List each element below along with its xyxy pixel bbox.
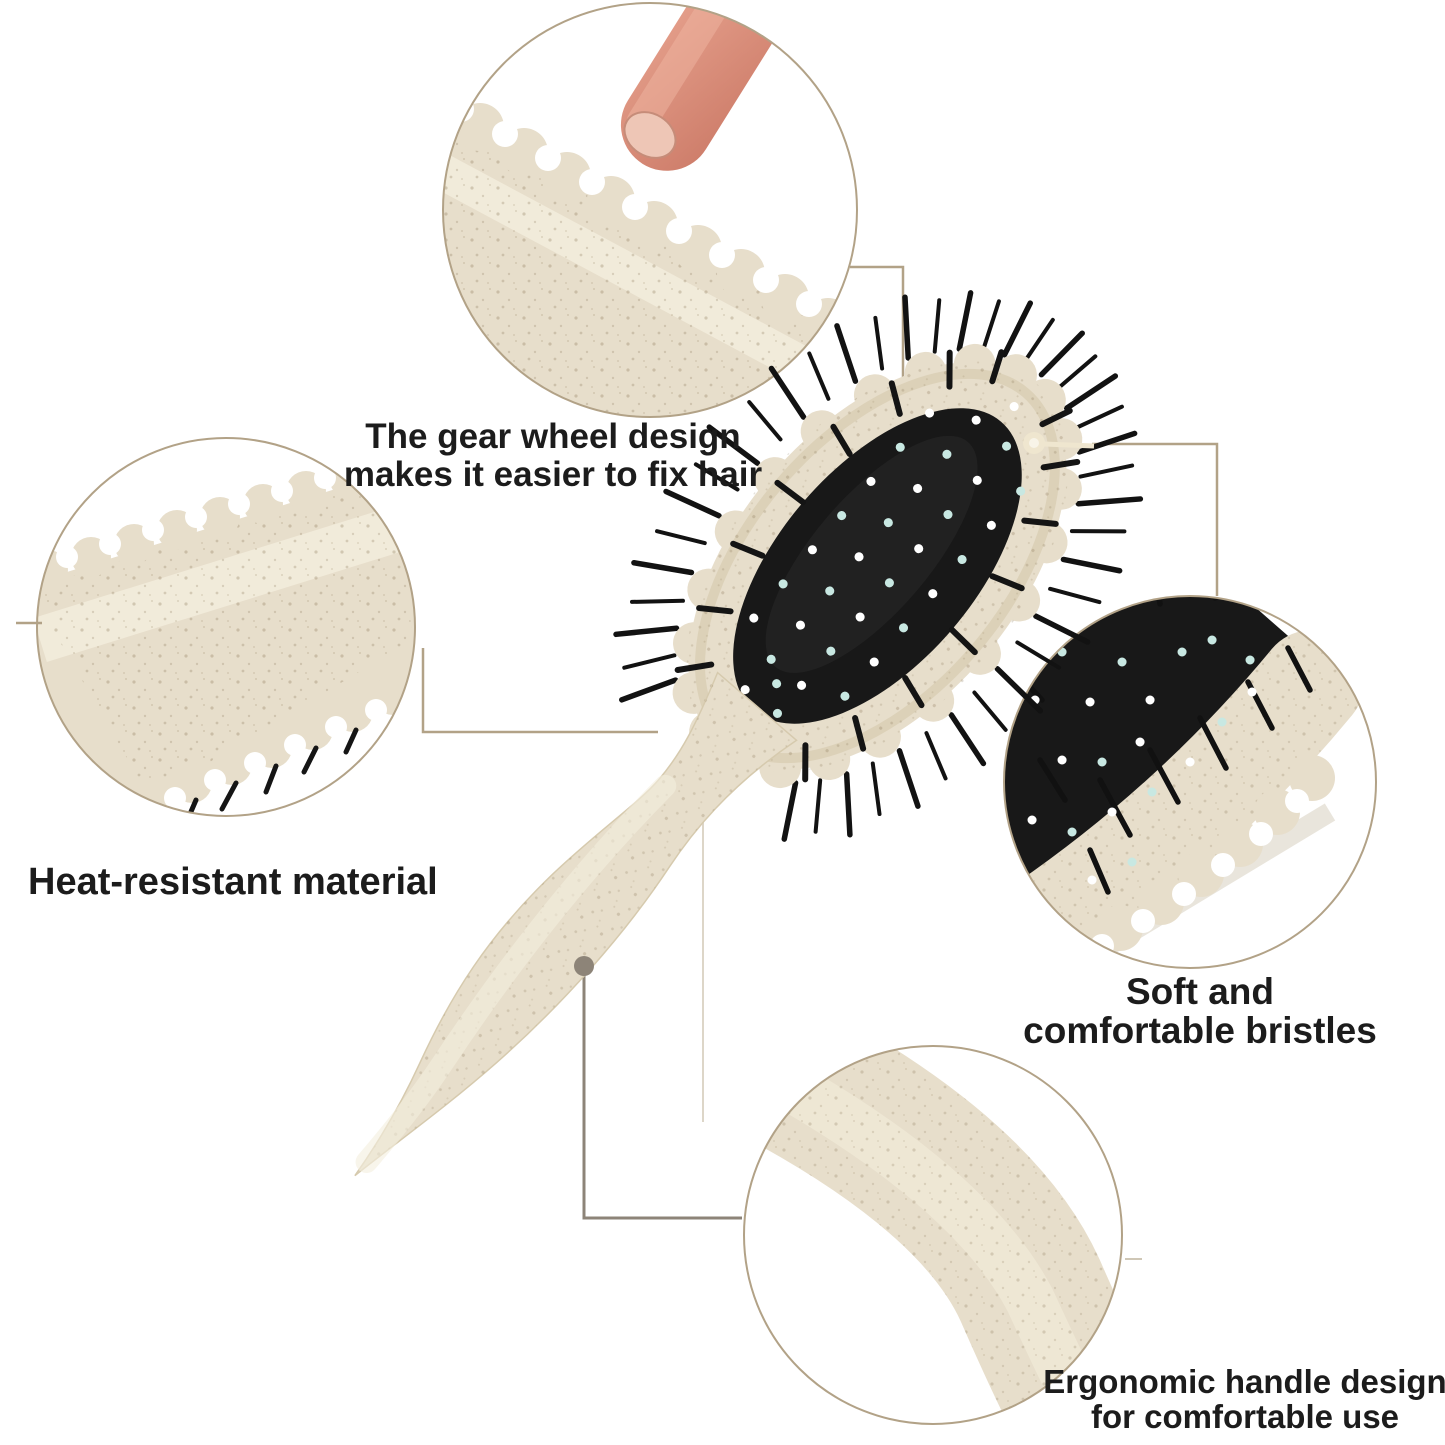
label-ergonomic-handle: Ergonomic handle design for comfortable … [1035, 1364, 1445, 1434]
pin-dots-cyan [766, 441, 1026, 718]
pin-dots-white [1027, 687, 1257, 885]
label-heat-resistant: Heat-resistant material [28, 862, 488, 902]
callout-bristles-circle [1003, 595, 1377, 969]
connector-lines [16, 265, 1219, 1260]
label-gear-wheel: The gear wheel design makes it easier to… [303, 418, 803, 494]
label-gear-line1: The gear wheel design [365, 417, 741, 456]
label-soft-line1: Soft and [1126, 971, 1274, 1012]
label-gear-line2: makes it easier to fix hair [343, 455, 763, 494]
hair-brush [354, 290, 1144, 1177]
bristles-outer [613, 290, 1144, 842]
pad-edge-bristles [674, 349, 1081, 783]
label-heat-text: Heat-resistant material [28, 861, 438, 903]
handle-marker-dot [574, 956, 594, 976]
label-handle-line1: Ergonomic handle design [1043, 1363, 1445, 1400]
callout-markers [574, 432, 1095, 976]
callout-gear-wheel-circle [442, 2, 858, 418]
pin-dots-white [740, 402, 1019, 695]
bristles-outer-2 [622, 298, 1135, 834]
label-soft-line2: comfortable bristles [1023, 1010, 1377, 1051]
label-soft-bristles: Soft and comfortable bristles [975, 972, 1425, 1050]
fingernail [623, 111, 677, 159]
pin-dots-cyan [1057, 635, 1255, 867]
label-handle-line2: for comfortable use [1090, 1398, 1400, 1435]
fingertip [620, 3, 824, 171]
